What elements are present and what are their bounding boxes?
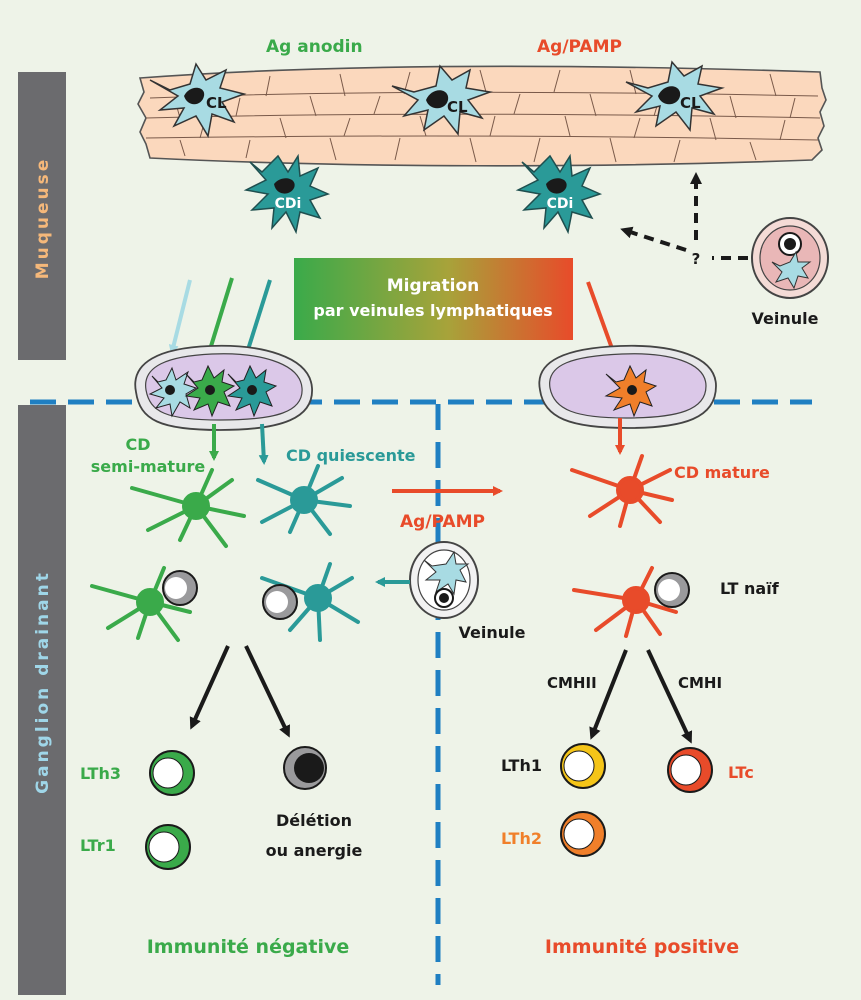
langerhans-cell-middle: CL xyxy=(391,64,493,136)
lth2-cell xyxy=(560,811,606,857)
ag-anodin-label: Ag anodin xyxy=(266,37,363,57)
migration-box xyxy=(294,258,573,340)
mucosa-epithelium xyxy=(137,65,827,167)
question-mark: ? xyxy=(692,250,701,268)
cd-quiescente-cell xyxy=(256,464,352,536)
ltc-label: LTc xyxy=(728,763,754,782)
cdi-label-left: CDi xyxy=(275,196,302,212)
veinule-top xyxy=(751,217,829,299)
cdi-cell-left: CDi xyxy=(243,153,331,235)
lymph-vessel-right xyxy=(538,344,717,429)
muqueuse-band xyxy=(18,72,66,360)
cdi-label-right: CDi xyxy=(547,196,574,212)
arrow-to-lth3 xyxy=(189,645,230,730)
dc-tcell-green xyxy=(90,566,198,642)
cd-semi-mature-cell xyxy=(130,468,246,548)
immunite-negative-title: Immunité négative xyxy=(147,936,350,958)
deletion-line1: Délétion xyxy=(276,811,352,830)
migration-line1: Migration xyxy=(387,276,480,296)
muqueuse-label: Muqueuse xyxy=(33,157,53,280)
cl-label-middle: CL xyxy=(447,98,468,116)
veinule-mid xyxy=(409,541,479,619)
ltr1-cell xyxy=(145,824,191,870)
ganglion-band xyxy=(18,405,66,995)
deletion-cell xyxy=(283,746,327,790)
cd-semi-mature-line1: CD xyxy=(125,435,150,454)
cl-label-right: CL xyxy=(680,94,701,112)
cd-semi-mature-line2: semi-mature xyxy=(91,457,206,476)
dc-tcell-red xyxy=(572,566,690,638)
dc-tcell-teal xyxy=(260,562,360,642)
ag-pamp-mid-label: Ag/PAMP xyxy=(400,512,485,532)
cmhi-label: CMHI xyxy=(678,674,722,692)
migration-line2: par veinules lymphatiques xyxy=(313,301,552,320)
lth1-label: LTh1 xyxy=(501,756,542,775)
lymph-vessel-left xyxy=(134,344,313,431)
cd-quiescente-label: CD quiescente xyxy=(286,446,416,465)
veinule-mid-label: Veinule xyxy=(459,623,526,642)
ltc-cell xyxy=(667,747,713,793)
arrow-green-to-node xyxy=(205,277,234,359)
lth1-cell xyxy=(560,743,606,789)
arrow-to-ltc xyxy=(646,649,693,744)
deletion-line2: ou anergie xyxy=(266,841,363,860)
lth3-label: LTh3 xyxy=(80,764,121,783)
cmhii-label: CMHII xyxy=(547,674,597,692)
cdi-cell-right: CDi xyxy=(515,153,603,235)
lth2-label: LTh2 xyxy=(501,829,542,848)
veinule-top-label: Veinule xyxy=(752,309,819,328)
cd-mature-cell xyxy=(570,454,674,528)
arrow-to-lth1 xyxy=(589,649,628,740)
dashed-arrows-from-veinule xyxy=(620,172,748,260)
langerhans-cell-right: CL xyxy=(625,60,725,132)
arrow-teal-to-node xyxy=(243,279,272,359)
arrow-to-deletion xyxy=(244,645,290,738)
arrow-light-blue-to-node xyxy=(168,279,192,355)
arrow-red-to-node xyxy=(586,281,617,357)
cl-label-left: CL xyxy=(206,94,227,112)
ltr1-label: LTr1 xyxy=(80,836,116,855)
cd-mature-label: CD mature xyxy=(674,463,770,482)
ag-pamp-top-label: Ag/PAMP xyxy=(537,37,622,57)
ganglion-label: Ganglion drainant xyxy=(33,570,53,794)
langerhans-cell-left: CL xyxy=(149,62,247,139)
lth3-cell xyxy=(149,750,195,796)
arrow-teal-down xyxy=(258,423,269,465)
immunite-positive-title: Immunité positive xyxy=(545,936,739,958)
lt-naif-label: LT naïf xyxy=(720,579,780,598)
